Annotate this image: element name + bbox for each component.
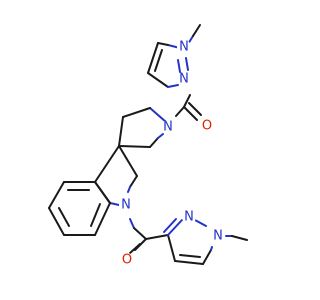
bond bbox=[185, 57, 189, 71]
bond bbox=[179, 254, 201, 258]
atom-label-nitrogen: N bbox=[121, 198, 131, 213]
bond bbox=[147, 72, 169, 88]
atom-labels: N N N O N O N N bbox=[119, 40, 225, 268]
bond bbox=[154, 49, 163, 72]
bond bbox=[109, 202, 120, 206]
bond bbox=[118, 145, 138, 177]
atom-label-oxygen: O bbox=[122, 253, 132, 268]
bond bbox=[129, 218, 135, 229]
atom-label-nitrogen: N bbox=[163, 120, 173, 135]
bond bbox=[175, 106, 185, 117]
bond bbox=[177, 59, 181, 73]
bond bbox=[167, 84, 179, 88]
bottom-pyrazole-ring bbox=[163, 218, 248, 265]
bond bbox=[94, 181, 111, 204]
bond bbox=[231, 235, 248, 241]
bond bbox=[94, 202, 111, 236]
bond bbox=[118, 145, 151, 148]
bond bbox=[133, 227, 147, 240]
bond bbox=[183, 94, 191, 108]
bond bbox=[157, 42, 169, 46]
bond bbox=[122, 107, 151, 118]
bond bbox=[183, 106, 198, 121]
atom-label-nitrogen: N bbox=[179, 72, 189, 87]
bond bbox=[129, 175, 138, 188]
top-pyrazole-ring bbox=[147, 24, 201, 108]
bond bbox=[118, 116, 124, 147]
bond bbox=[145, 234, 169, 240]
bond bbox=[149, 137, 159, 148]
pyrrolidine-ring bbox=[118, 107, 167, 148]
atom-label-nitrogen: N bbox=[179, 40, 189, 55]
indoline-ring bbox=[94, 145, 138, 206]
benzene-ring bbox=[48, 181, 111, 236]
bond bbox=[48, 207, 65, 236]
bond bbox=[149, 107, 167, 123]
bond bbox=[174, 260, 204, 265]
bond bbox=[90, 203, 101, 227]
bond bbox=[194, 219, 207, 227]
bond bbox=[202, 249, 212, 265]
bond bbox=[48, 181, 65, 209]
bond bbox=[163, 218, 177, 233]
atom-label-nitrogen: N bbox=[213, 229, 223, 244]
bond bbox=[58, 207, 70, 227]
bond bbox=[167, 219, 183, 236]
bond bbox=[157, 133, 164, 139]
lower-carbonyl bbox=[129, 218, 169, 254]
molecule-structure-diagram: N N N O N O N N bbox=[48, 24, 248, 268]
bond bbox=[210, 246, 213, 251]
bond bbox=[147, 42, 159, 74]
atom-label-nitrogen: N bbox=[184, 210, 194, 225]
bond bbox=[127, 186, 131, 193]
bond bbox=[167, 234, 176, 262]
bond bbox=[192, 24, 201, 37]
atom-label-oxygen: O bbox=[202, 119, 212, 134]
bond bbox=[129, 243, 141, 254]
bond bbox=[94, 145, 120, 183]
bond bbox=[188, 102, 202, 116]
upper-carbonyl bbox=[175, 102, 202, 121]
